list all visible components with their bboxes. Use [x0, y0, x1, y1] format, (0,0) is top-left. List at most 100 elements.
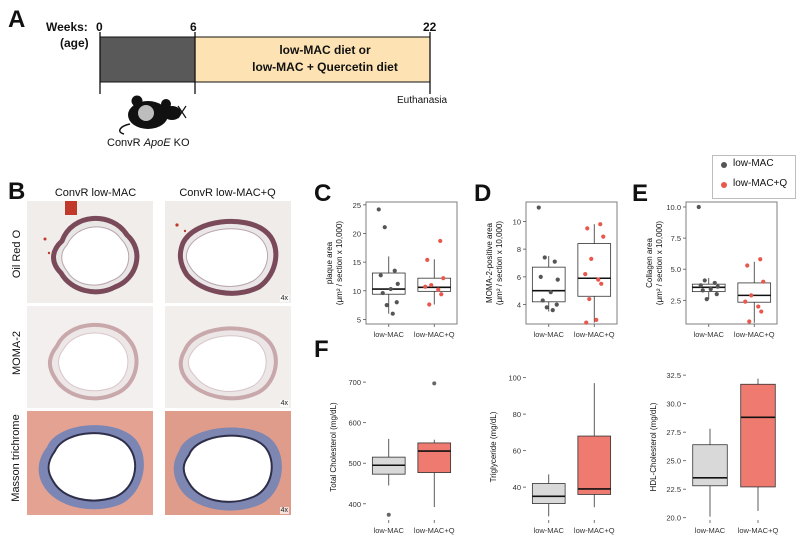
- data-point: [425, 257, 430, 262]
- histology-row-label-moma2: MOMA-2: [11, 331, 23, 375]
- y-tick-label: 8: [517, 245, 521, 254]
- data-point: [708, 287, 713, 292]
- plot-frame: [365, 201, 458, 325]
- panel-letter-f: F: [314, 336, 329, 363]
- data-point: [552, 259, 557, 264]
- panel-letter-a: A: [8, 6, 26, 33]
- y-axis-label: (μm² / section x 10,000): [655, 221, 664, 306]
- data-point: [544, 305, 549, 310]
- panel-letter-d: D: [474, 180, 492, 207]
- box: [417, 277, 452, 292]
- micrograph-masson-low-mac: [27, 411, 153, 515]
- y-tick-label: 400: [348, 500, 361, 509]
- data-point: [388, 286, 393, 292]
- diet-label-line2: low-MAC + Quercetin diet: [252, 60, 398, 74]
- y-axis-label: Triglyceride (mg/dL): [489, 411, 498, 482]
- data-point: [583, 271, 588, 277]
- data-point: [702, 278, 707, 283]
- data-point: [390, 311, 395, 316]
- timeline-graphic: [99, 32, 431, 135]
- data-point: [587, 296, 592, 302]
- data-point: [714, 292, 719, 297]
- micrograph-moma2-low-mac-q: 4x: [165, 306, 291, 408]
- y-tick-label: 25: [353, 201, 361, 210]
- panel-letter-e: E: [632, 180, 649, 207]
- y-axis-label: HDL-Cholesterol (mg/dL): [649, 402, 658, 491]
- y-tick-label: 27.5: [666, 428, 681, 437]
- micrograph-moma2-low-mac: [27, 306, 153, 408]
- legend-label-low-mac-q: low-MAC+Q: [733, 178, 788, 189]
- data-point: [589, 256, 594, 261]
- box: [417, 442, 452, 473]
- x-tick-label: low-MAC: [374, 526, 405, 535]
- y-tick-label: 5.0: [671, 265, 681, 274]
- data-point: [745, 263, 750, 268]
- data-point: [584, 320, 589, 325]
- y-tick-label: 500: [348, 459, 361, 468]
- data-point: [704, 297, 709, 302]
- data-point: [392, 268, 397, 273]
- data-point: [715, 284, 720, 289]
- data-point: [542, 255, 547, 260]
- x-tick-label: low-MAC: [534, 330, 565, 339]
- histology-row-label-masson: Masson trichrome: [10, 414, 22, 502]
- data-point: [761, 279, 766, 284]
- y-tick-label: 5: [357, 315, 361, 324]
- y-tick-label: 30.0: [666, 400, 681, 409]
- y-tick-label: 80: [513, 410, 521, 419]
- data-point: [436, 287, 441, 292]
- x-tick-label: low-MAC: [694, 330, 725, 339]
- box: [577, 243, 612, 297]
- y-tick-label: 40: [513, 483, 521, 492]
- x-tick-label: low-MAC: [374, 330, 405, 339]
- y-tick-label: 100: [508, 374, 521, 383]
- box: [371, 272, 406, 295]
- age-label: (age): [60, 36, 89, 50]
- magnification-tag: 4x: [279, 507, 289, 514]
- data-point: [712, 280, 717, 286]
- y-axis-label: MOMA-2-positive area: [485, 222, 494, 303]
- data-point: [554, 302, 559, 307]
- data-point: [759, 309, 764, 314]
- x-tick-label: low-MAC+Q: [414, 526, 455, 535]
- data-point: [427, 302, 432, 307]
- y-tick-label: 22.5: [666, 485, 681, 494]
- x-tick-label: low-MAC+Q: [738, 526, 779, 535]
- y-axis-label: Collagen area: [645, 238, 654, 288]
- tick-week-0: 0: [96, 20, 103, 34]
- legend-marker-low-mac-q: [721, 182, 727, 188]
- data-point: [601, 234, 606, 239]
- data-point: [380, 290, 385, 296]
- data-point: [441, 276, 446, 281]
- mouse-icon: [119, 95, 187, 135]
- y-tick-label: 6: [517, 273, 521, 282]
- tick-week-6: 6: [190, 20, 197, 34]
- y-axis-label: plaque area: [325, 241, 334, 284]
- y-tick-label: 15: [353, 258, 361, 267]
- panel-letter-b: B: [8, 178, 26, 205]
- data-point: [700, 288, 705, 293]
- x-tick-label: low-MAC+Q: [734, 330, 775, 339]
- x-tick-label: low-MAC: [695, 526, 726, 535]
- box: [740, 383, 776, 488]
- data-point: [538, 274, 543, 279]
- magnification-tag: 4x: [279, 400, 289, 407]
- x-tick-label: low-MAC+Q: [574, 330, 615, 339]
- data-point: [378, 273, 383, 278]
- micrograph-masson-low-mac-q: 4x: [165, 411, 291, 515]
- data-point: [429, 282, 434, 288]
- box: [737, 282, 772, 303]
- y-tick-label: 20: [353, 230, 361, 239]
- phase1-bar: [99, 36, 196, 83]
- phase2-bar: [194, 36, 431, 83]
- weeks-label: Weeks:: [46, 20, 88, 34]
- diet-label-line1: low-MAC diet or: [279, 43, 371, 57]
- data-point: [594, 317, 599, 322]
- y-tick-label: 60: [513, 447, 521, 456]
- histology-col-header-2: ConvR low-MAC+Q: [179, 187, 276, 199]
- y-axis-label: (μm² / section x 10,000): [495, 221, 504, 306]
- data-point: [548, 290, 553, 295]
